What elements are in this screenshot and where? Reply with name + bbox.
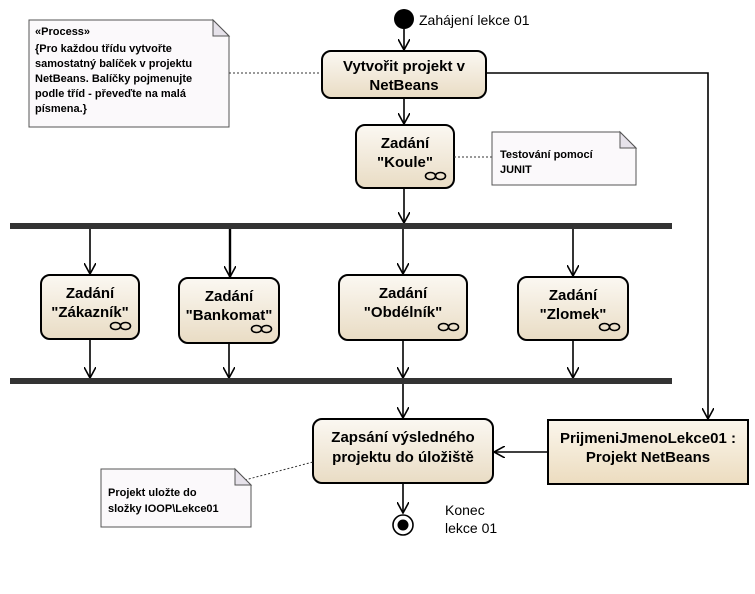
- action-zlomek-line-1: Zadání: [549, 287, 598, 304]
- object-node-project: PrijmeniJmenoLekce01 : Projekt NetBeans: [547, 419, 749, 485]
- action-bankomat-line-1: Zadání: [205, 288, 254, 305]
- action-zlomek: Zadání "Zlomek": [517, 276, 629, 341]
- ulozit-note: Projekt uložte do složky IOOP\Lekce01: [100, 467, 253, 528]
- subactivity-icon: [424, 171, 447, 181]
- action-koule-line-1: Zadání: [381, 135, 430, 152]
- process-note: «Process» {Pro každou třídu vytvořte sam…: [28, 18, 231, 128]
- action-bankomat-line-2: "Bankomat": [186, 307, 273, 324]
- object-node-line-1: PrijmeniJmenoLekce01 :: [560, 430, 736, 447]
- action-zakaznik: Zadání "Zákazník": [40, 274, 140, 340]
- action-zakaznik-line-2: "Zákazník": [51, 304, 129, 321]
- junit-note-line-1: Testování pomocí: [500, 149, 594, 161]
- ulozit-note-anchor: [240, 461, 314, 482]
- subactivity-icon: [437, 322, 460, 332]
- action-koule-line-2: "Koule": [377, 154, 433, 171]
- action-bankomat: Zadání "Bankomat": [178, 277, 280, 344]
- final-node: [392, 514, 414, 536]
- action-create-project-line-2: NetBeans: [369, 77, 438, 94]
- flow-create-to-object: [486, 72, 708, 419]
- action-obdelnik: Zadání "Obdélník": [338, 274, 468, 341]
- end-label-line-2: lekce 01: [445, 520, 497, 536]
- subactivity-icon: [250, 324, 273, 334]
- process-note-line-5: písmena.}: [35, 103, 88, 115]
- action-zapsani-line-2: projektu do úložiště: [332, 449, 474, 466]
- junit-note-line-2: JUNIT: [500, 164, 532, 176]
- process-note-stereotype: «Process»: [35, 26, 90, 38]
- object-node-line-2: Projekt NetBeans: [586, 449, 710, 466]
- end-label-line-1: Konec: [445, 502, 485, 518]
- process-note-line-2: samostatný balíček v projektu: [35, 58, 192, 70]
- process-note-line-1: {Pro každou třídu vytvořte: [35, 43, 172, 55]
- ulozit-note-line-1: Projekt uložte do: [108, 487, 197, 499]
- action-obdelnik-line-2: "Obdélník": [364, 304, 442, 321]
- action-zakaznik-line-1: Zadání: [66, 285, 115, 302]
- action-create-project: Vytvořit projekt v NetBeans: [321, 50, 487, 99]
- process-note-line-3: NetBeans. Balíčky pojmenujte: [35, 73, 192, 85]
- process-note-line-4: podle tříd - převeďte na malá: [35, 88, 187, 100]
- fork-bar: [10, 223, 672, 229]
- action-create-project-line-1: Vytvořit projekt v: [343, 58, 466, 75]
- start-label: Zahájení lekce 01: [419, 12, 530, 28]
- initial-node: [394, 9, 414, 29]
- subactivity-icon: [598, 322, 621, 332]
- action-zapsani-line-1: Zapsání výsledného: [331, 429, 474, 446]
- subactivity-icon: [109, 321, 132, 331]
- action-zapsani: Zapsání výsledného projektu do úložiště: [312, 418, 494, 484]
- ulozit-note-line-2: složky IOOP\Lekce01: [108, 503, 219, 515]
- junit-note: Testování pomocí JUNIT: [491, 130, 638, 186]
- action-zlomek-line-2: "Zlomek": [540, 306, 607, 323]
- action-koule: Zadání "Koule": [355, 124, 455, 189]
- action-obdelnik-line-1: Zadání: [379, 285, 428, 302]
- join-bar: [10, 378, 672, 384]
